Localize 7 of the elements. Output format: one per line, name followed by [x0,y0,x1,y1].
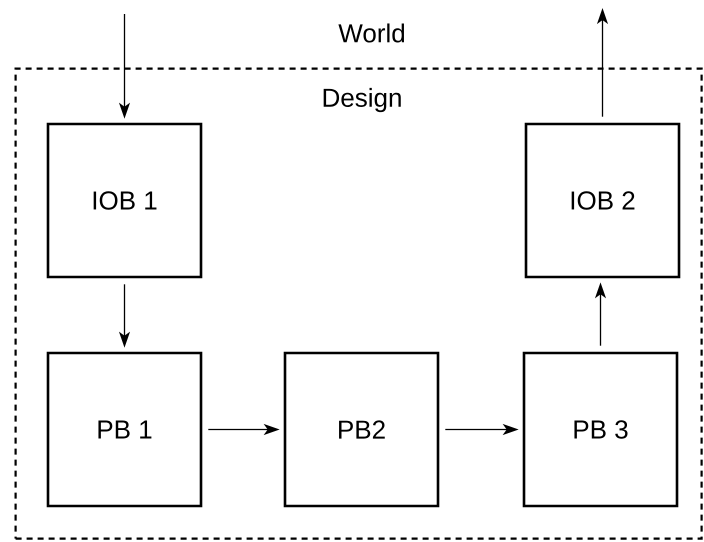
process-box: IOB 2 [524,122,680,278]
process-box: PB 1 [46,352,202,508]
region-title: World [338,23,404,43]
process-box: PB2 [284,352,440,508]
process-box: PB 3 [522,352,678,508]
region-title: Design [324,88,401,112]
process-box: IOB 1 [46,122,202,278]
